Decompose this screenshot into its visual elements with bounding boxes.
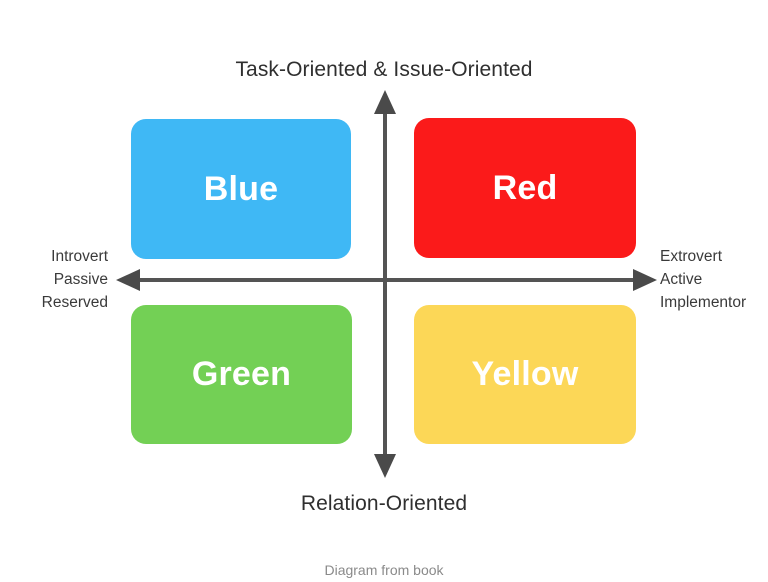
axis-label-left-line1: Introvert [51,248,108,265]
arrow-up-icon [374,90,396,114]
axis-label-right-line2: Active [660,271,703,288]
axis-label-left-line3: Reserved [41,294,108,311]
axis-label-bottom: Relation-Oriented [300,492,468,515]
axis-label-top: Task-Oriented & Issue-Oriented [235,58,533,81]
quadrant-box-blue[interactable]: Blue [131,119,351,259]
arrow-left-icon [116,269,140,291]
quadrant-box-red[interactable]: Red [414,118,636,258]
diagram-caption: Diagram from book [324,562,444,578]
arrow-right-icon [633,269,657,291]
axis-label-left-line2: Passive [53,271,108,288]
axis-label-right-line1: Extrovert [660,248,723,265]
axis-label-left: Introvert Passive Reserved [0,245,108,314]
quadrant-box-yellow[interactable]: Yellow [414,305,636,444]
axis-label-right-line3: Implementor [660,294,747,311]
axis-label-right: Extrovert Active Implementor [660,245,768,314]
quadrant-box-green[interactable]: Green [131,305,352,444]
arrow-down-icon [374,454,396,478]
